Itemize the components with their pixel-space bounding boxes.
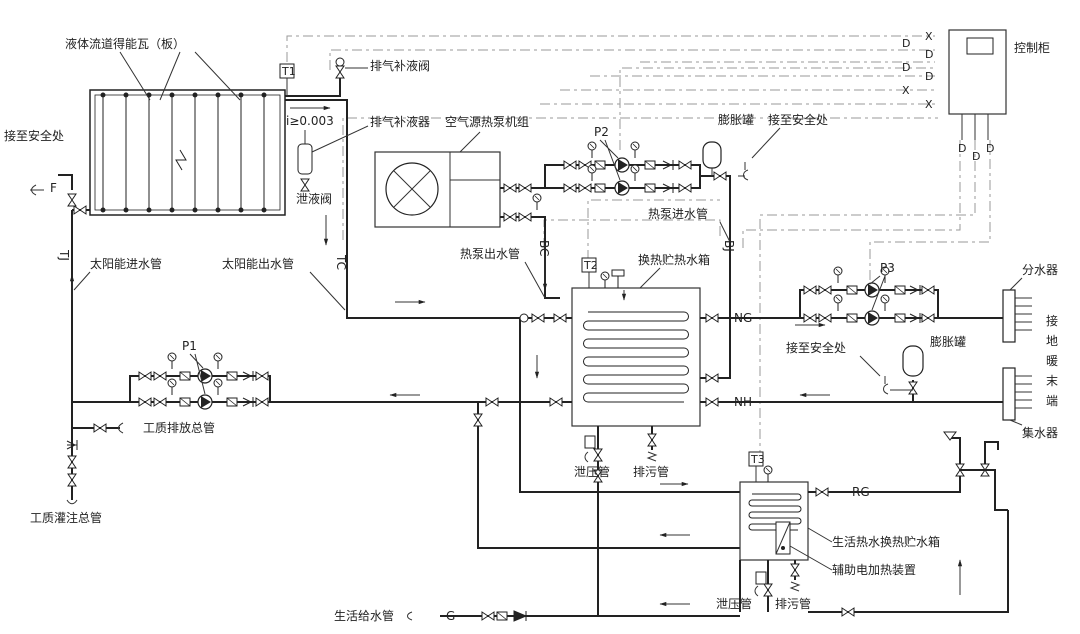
shower-faucet <box>943 431 999 477</box>
tag-rg: RG <box>852 485 870 499</box>
svg-text:X: X <box>902 84 910 97</box>
drain-valve-label: 泄液阀 <box>296 191 332 206</box>
t1-sensor: T1 <box>279 63 296 96</box>
solar-out-label: 太阳能出水管 <box>222 256 294 271</box>
dhw-tank-label: 生活热水换热贮水箱 <box>832 534 940 549</box>
dhw-tank <box>739 465 809 561</box>
svg-text:接地暖末端: 接地暖末端 <box>1046 313 1058 408</box>
storage-tank <box>571 269 701 427</box>
svg-text:D: D <box>986 142 994 155</box>
collector-manifold-label: 集水器 <box>1022 425 1058 440</box>
cold-water-label: 生活给水管 <box>334 608 394 623</box>
fill-main-label: 工质灌注总管 <box>30 510 102 525</box>
exhaust-valve-label: 排气补液阀 <box>370 58 430 73</box>
solar-collector-panel <box>89 89 286 216</box>
expansion-tank-top <box>700 141 731 300</box>
storage-tank-label: 换热贮热水箱 <box>638 252 710 267</box>
relief-sewage-1 <box>584 433 658 483</box>
discharge-main-label: 工质排放总管 <box>143 420 215 435</box>
collector-manifold <box>1002 367 1032 421</box>
expansion-tank-mid-label: 膨胀罐 <box>930 335 966 349</box>
tag-nh: NH <box>734 395 752 409</box>
collector-label: 液体流道得能瓦（板） <box>65 36 185 51</box>
exhaust-valve[interactable] <box>335 57 345 79</box>
tag-p1: P1 <box>182 339 197 353</box>
relief-pipe-2-label: 泄压管 <box>716 596 752 611</box>
aux-heater-label: 辅助电加热装置 <box>832 563 916 577</box>
p2-pump-group[interactable] <box>560 141 701 196</box>
hp-outlet-label: 热泵出水管 <box>460 246 520 261</box>
sewage-pipe-2-label: 排污管 <box>775 596 811 611</box>
expansion-tank-top-label: 膨胀罐 <box>718 113 754 127</box>
tag-tc: TC <box>334 254 348 270</box>
t2-sensor: T2 <box>581 257 598 288</box>
sewage-pipe-1-label: 排污管 <box>633 464 669 479</box>
hp-inlet-label: 热泵进水管 <box>648 206 708 221</box>
svg-text:X: X <box>925 30 933 43</box>
svg-text:D: D <box>902 61 910 74</box>
tag-p2: P2 <box>594 125 609 139</box>
svg-text:T3: T3 <box>750 453 765 466</box>
slope-label: i≥0.003 <box>286 114 334 128</box>
t3-sensor: T3 <box>748 451 765 482</box>
safety-top-left-label: 接至安全处 <box>4 128 64 143</box>
tag-p3: P3 <box>880 261 895 275</box>
p1-pump-group[interactable] <box>129 352 271 410</box>
tag-tj: TJ <box>57 249 71 261</box>
expansion-tank-mid <box>883 345 924 402</box>
svg-text:D: D <box>902 37 910 50</box>
air-source-heat-pump <box>374 151 501 228</box>
distributor <box>1002 289 1032 343</box>
tag-bj: BJ <box>722 240 736 252</box>
svg-text:D: D <box>958 142 966 155</box>
control-cabinet[interactable] <box>948 29 1007 140</box>
relief-sewage-2 <box>754 563 801 597</box>
safety-top-right-label: 接至安全处 <box>768 112 828 127</box>
distributor-label: 分水器 <box>1022 263 1058 277</box>
tag-f: F <box>50 181 57 195</box>
relief-pipe-1-label: 泄压管 <box>574 464 610 479</box>
floor-heating-label: 接地暖末端 <box>1046 313 1058 408</box>
control-signal-tags: X D D D D X X D D D <box>902 30 994 163</box>
svg-text:X: X <box>925 98 933 111</box>
control-cabinet-label: 控制柜 <box>1014 41 1050 55</box>
svg-text:D: D <box>925 70 933 83</box>
svg-text:T1: T1 <box>281 65 296 78</box>
solar-in-label: 太阳能进水管 <box>90 256 162 271</box>
svg-text:D: D <box>972 150 980 163</box>
tag-ng: NG <box>734 311 752 325</box>
exhaust-device-label: 排气补液器 <box>370 114 430 129</box>
svg-text:T2: T2 <box>583 259 598 272</box>
heat-pump-label: 空气源热泵机组 <box>445 114 529 129</box>
p3-pump-group[interactable] <box>760 266 1003 326</box>
svg-text:D: D <box>925 48 933 61</box>
safety-mid-right-label: 接至安全处 <box>786 340 846 355</box>
tag-g: G <box>446 609 455 623</box>
tag-bc: BC <box>537 240 551 256</box>
exhaust-device[interactable] <box>297 130 313 192</box>
